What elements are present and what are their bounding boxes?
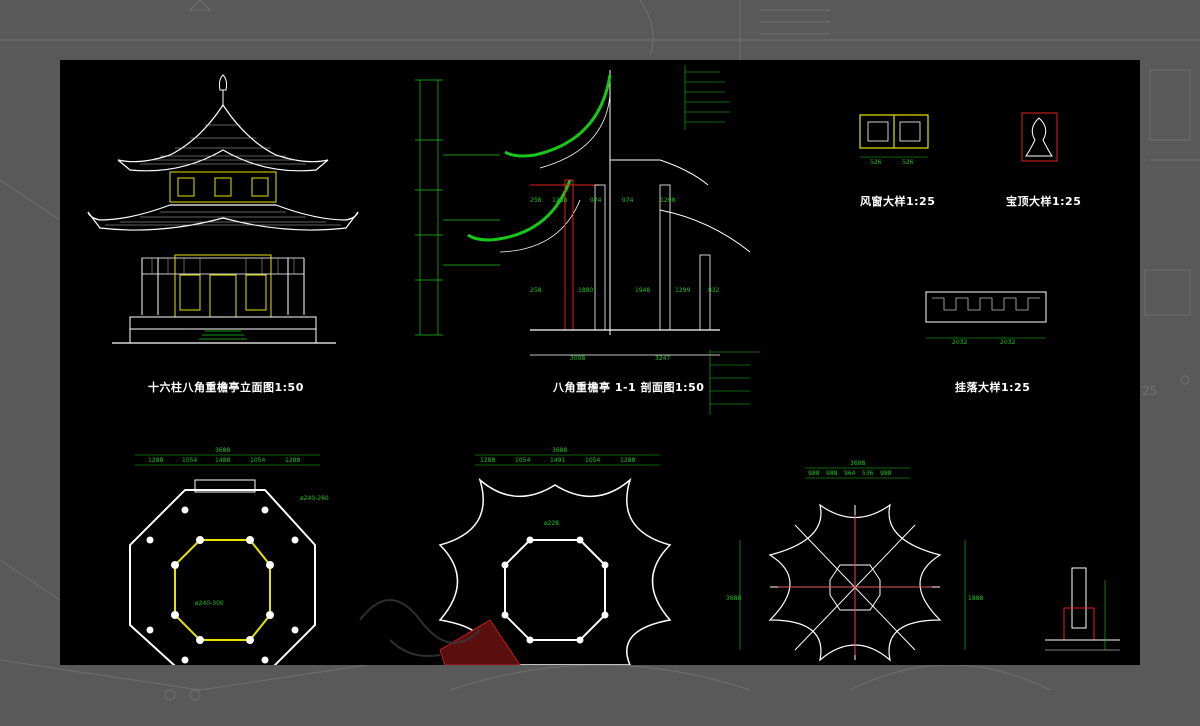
pavilion-section: 258 1880 1948 1299 832 258 1288 974 974 … [415, 65, 760, 415]
plan3-side-dim-2: 1888 [968, 595, 983, 602]
section-bottom-dim-1: 3008 [570, 355, 585, 362]
plan2-label: ø228 [544, 520, 559, 527]
plan1-dim-1: 1288 [148, 457, 163, 464]
plan2-dim-5: 1288 [620, 457, 635, 464]
cad-drawing: 258 1880 1948 1299 832 258 1288 974 974 … [87, 65, 1120, 665]
plan2-dim-2: 1054 [515, 457, 530, 464]
section-dim-2: 1880 [578, 287, 593, 294]
plan3-overall-dim: 3688 [850, 460, 865, 467]
section-dim-3: 1948 [635, 287, 650, 294]
plan3-dim-5: 988 [880, 470, 892, 477]
window-dim-left: 526 [870, 159, 882, 166]
roof-plan-rafters: 3688 988 988 964 536 988 3688 [726, 460, 983, 662]
window-dim-right: 526 [902, 159, 914, 166]
plan1-dim-4: 1054 [250, 457, 265, 464]
pavilion-elevation [87, 74, 359, 344]
section-dim-5: 832 [708, 287, 720, 294]
column-base-detail [1045, 567, 1120, 651]
section-bottom-dim-2: 3247 [655, 355, 670, 362]
plan3-side-dim: 3688 [726, 595, 741, 602]
plan2-dim-3: 1491 [550, 457, 565, 464]
plan1-overall-dim: 3688 [215, 447, 230, 454]
section-upper-dim-1: 258 [530, 197, 542, 204]
plan1-label-2: ø240-300 [195, 600, 224, 607]
watermark [359, 599, 481, 657]
plan1-dim-5: 1288 [285, 457, 300, 464]
plan2-dim-4: 1054 [585, 457, 600, 464]
caption-hanging-detail: 挂落大样1:25 [955, 381, 1031, 394]
ghost-label: 25 [1142, 384, 1157, 398]
hanging-dim-2: 2032 [1000, 339, 1015, 346]
cad-drawing-canvas: 258 1880 1948 1299 832 258 1288 974 974 … [60, 60, 1140, 665]
plan1-dim-2: 1054 [182, 457, 197, 464]
caption-window-detail: 风窗大样1:25 [860, 195, 936, 208]
plan1-label-1: ø240-260 [300, 495, 329, 502]
roof-plan-upper: 3688 1288 1054 1491 1054 1288 ø228 [438, 447, 672, 665]
plan3-dim-1: 988 [808, 470, 820, 477]
floor-plan-octagon: 3688 1288 1054 1488 1054 1288 ø24 [129, 447, 329, 665]
section-dim-4: 1299 [675, 287, 690, 294]
plan1-dim-3: 1488 [215, 457, 230, 464]
window-detail: 526 526 [859, 114, 929, 166]
caption-finial-detail: 宝顶大样1:25 [1006, 195, 1082, 208]
finial-detail [1021, 112, 1058, 162]
caption-elevation: 十六柱八角重檐亭立面图1:50 [148, 381, 304, 394]
section-upper-dim-4: 974 [622, 197, 634, 204]
section-dim-1: 258 [530, 287, 542, 294]
plan3-dim-2: 988 [826, 470, 838, 477]
hanging-lattice-detail: 2032 2032 [925, 291, 1047, 346]
section-upper-dim-3: 974 [590, 197, 602, 204]
plan2-overall-dim: 3688 [552, 447, 567, 454]
plan3-dim-3: 964 [844, 470, 856, 477]
section-upper-dim-5: 1298 [660, 197, 675, 204]
plan3-dim-4: 536 [862, 470, 874, 477]
hanging-dim-1: 2032 [952, 339, 967, 346]
plan2-dim-1: 1288 [480, 457, 495, 464]
section-upper-dim-2: 1288 [552, 197, 567, 204]
caption-section: 八角重檐亭 1-1 剖面图1:50 [553, 381, 705, 394]
